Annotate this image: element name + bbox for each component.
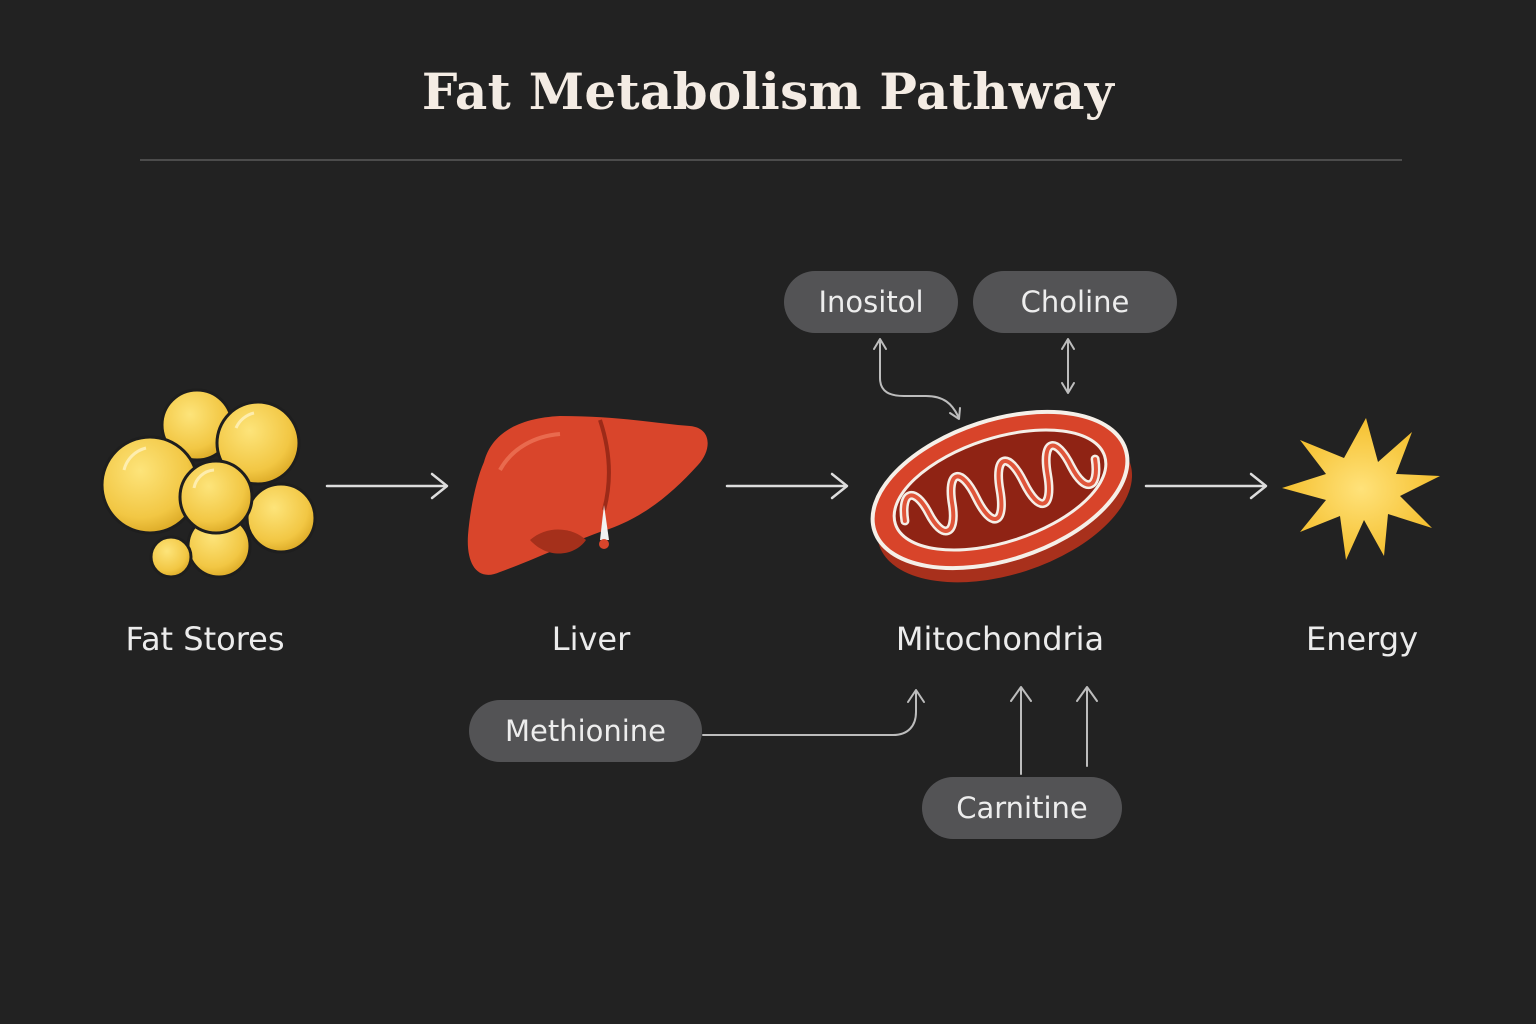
nutrient-pill-inositol: Inositol [784,271,958,333]
page-title: Fat Metabolism Pathway [421,62,1115,121]
stage-label-mitochondria: Mitochondria [895,620,1105,658]
stage-label-liver: Liver [551,620,631,658]
nutrient-pill-carnitine: Carnitine [922,777,1122,839]
carnitine-connector [1010,686,1098,775]
inositol-connector [873,338,961,420]
liver-icon [467,416,708,575]
energy-burst-icon [1282,418,1440,560]
arrow-mitochondria-to-energy [1144,472,1268,500]
arrow-liver-to-mitochondria [725,472,849,500]
fat-droplets-icon [100,388,317,579]
stage-label-energy: Energy [1305,620,1419,658]
nutrient-pill-methionine: Methionine [469,700,702,762]
choline-connector [1061,338,1075,394]
arrow-fat-to-liver [325,472,449,500]
nutrient-pill-choline: Choline [973,271,1177,333]
mitochondria-icon [870,409,1133,583]
title-divider [140,159,1402,161]
stage-label-fat-stores: Fat Stores [125,620,285,658]
methionine-connector [702,689,925,736]
